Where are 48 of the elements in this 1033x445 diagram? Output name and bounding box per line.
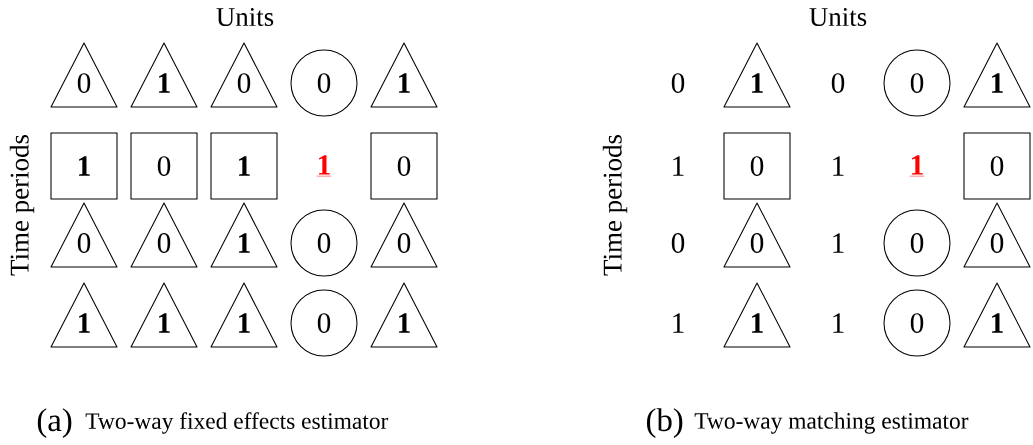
triangle-node: 1 (210, 282, 278, 348)
circle-node: 0 (290, 289, 358, 357)
circle-node: 0 (883, 289, 951, 357)
triangle-node: 0 (963, 202, 1031, 268)
circle-node: 0 (883, 209, 951, 277)
square-node: 0 (963, 132, 1031, 200)
circle-node: 0 (290, 209, 358, 277)
caption: Two-way matching estimator (694, 412, 969, 434)
triangle-node: 0 (50, 42, 118, 108)
triangle-node: 1 (370, 282, 438, 348)
triangle-node: 1 (370, 42, 438, 108)
cell-value: 1 (673, 313, 684, 333)
square-node: 1 (50, 132, 118, 200)
circle-node: 0 (883, 49, 951, 117)
caption-letter: (a) (37, 408, 72, 438)
cell-value: 1 (833, 313, 844, 333)
triangle-node: 1 (963, 282, 1031, 348)
cell-value: 0 (671, 73, 685, 93)
triangle-node: 0 (723, 202, 791, 268)
square-node: 0 (130, 132, 198, 200)
square-node: 0 (370, 132, 438, 200)
square-node: 1 (210, 132, 278, 200)
cell-value: 1 (833, 156, 844, 176)
highlighted-value: 1 (316, 155, 332, 177)
triangle-node: 0 (370, 202, 438, 268)
triangle-node: 1 (723, 42, 791, 108)
square-node: 0 (723, 132, 791, 200)
caption: Two-way fixed effects estimator (85, 412, 389, 434)
axis-title: Time periods (602, 135, 628, 276)
cell-value: 1 (833, 233, 844, 253)
triangle-node: 0 (210, 42, 278, 108)
triangle-node: 1 (130, 42, 198, 108)
triangle-node: 1 (723, 282, 791, 348)
axis-title: Units (809, 7, 867, 27)
axis-title: Time periods (9, 135, 35, 276)
triangle-node: 1 (963, 42, 1031, 108)
triangle-node: 0 (50, 202, 118, 268)
triangle-node: 1 (50, 282, 118, 348)
highlighted-value: 1 (909, 155, 925, 177)
cell-value: 0 (671, 233, 685, 253)
circle-node: 0 (290, 49, 358, 117)
cell-value: 0 (831, 73, 845, 93)
triangle-node: 1 (210, 202, 278, 268)
axis-title: Units (216, 7, 274, 27)
triangle-node: 1 (130, 282, 198, 348)
triangle-node: 0 (130, 202, 198, 268)
cell-value: 1 (673, 156, 684, 176)
caption-letter: (b) (646, 408, 683, 438)
